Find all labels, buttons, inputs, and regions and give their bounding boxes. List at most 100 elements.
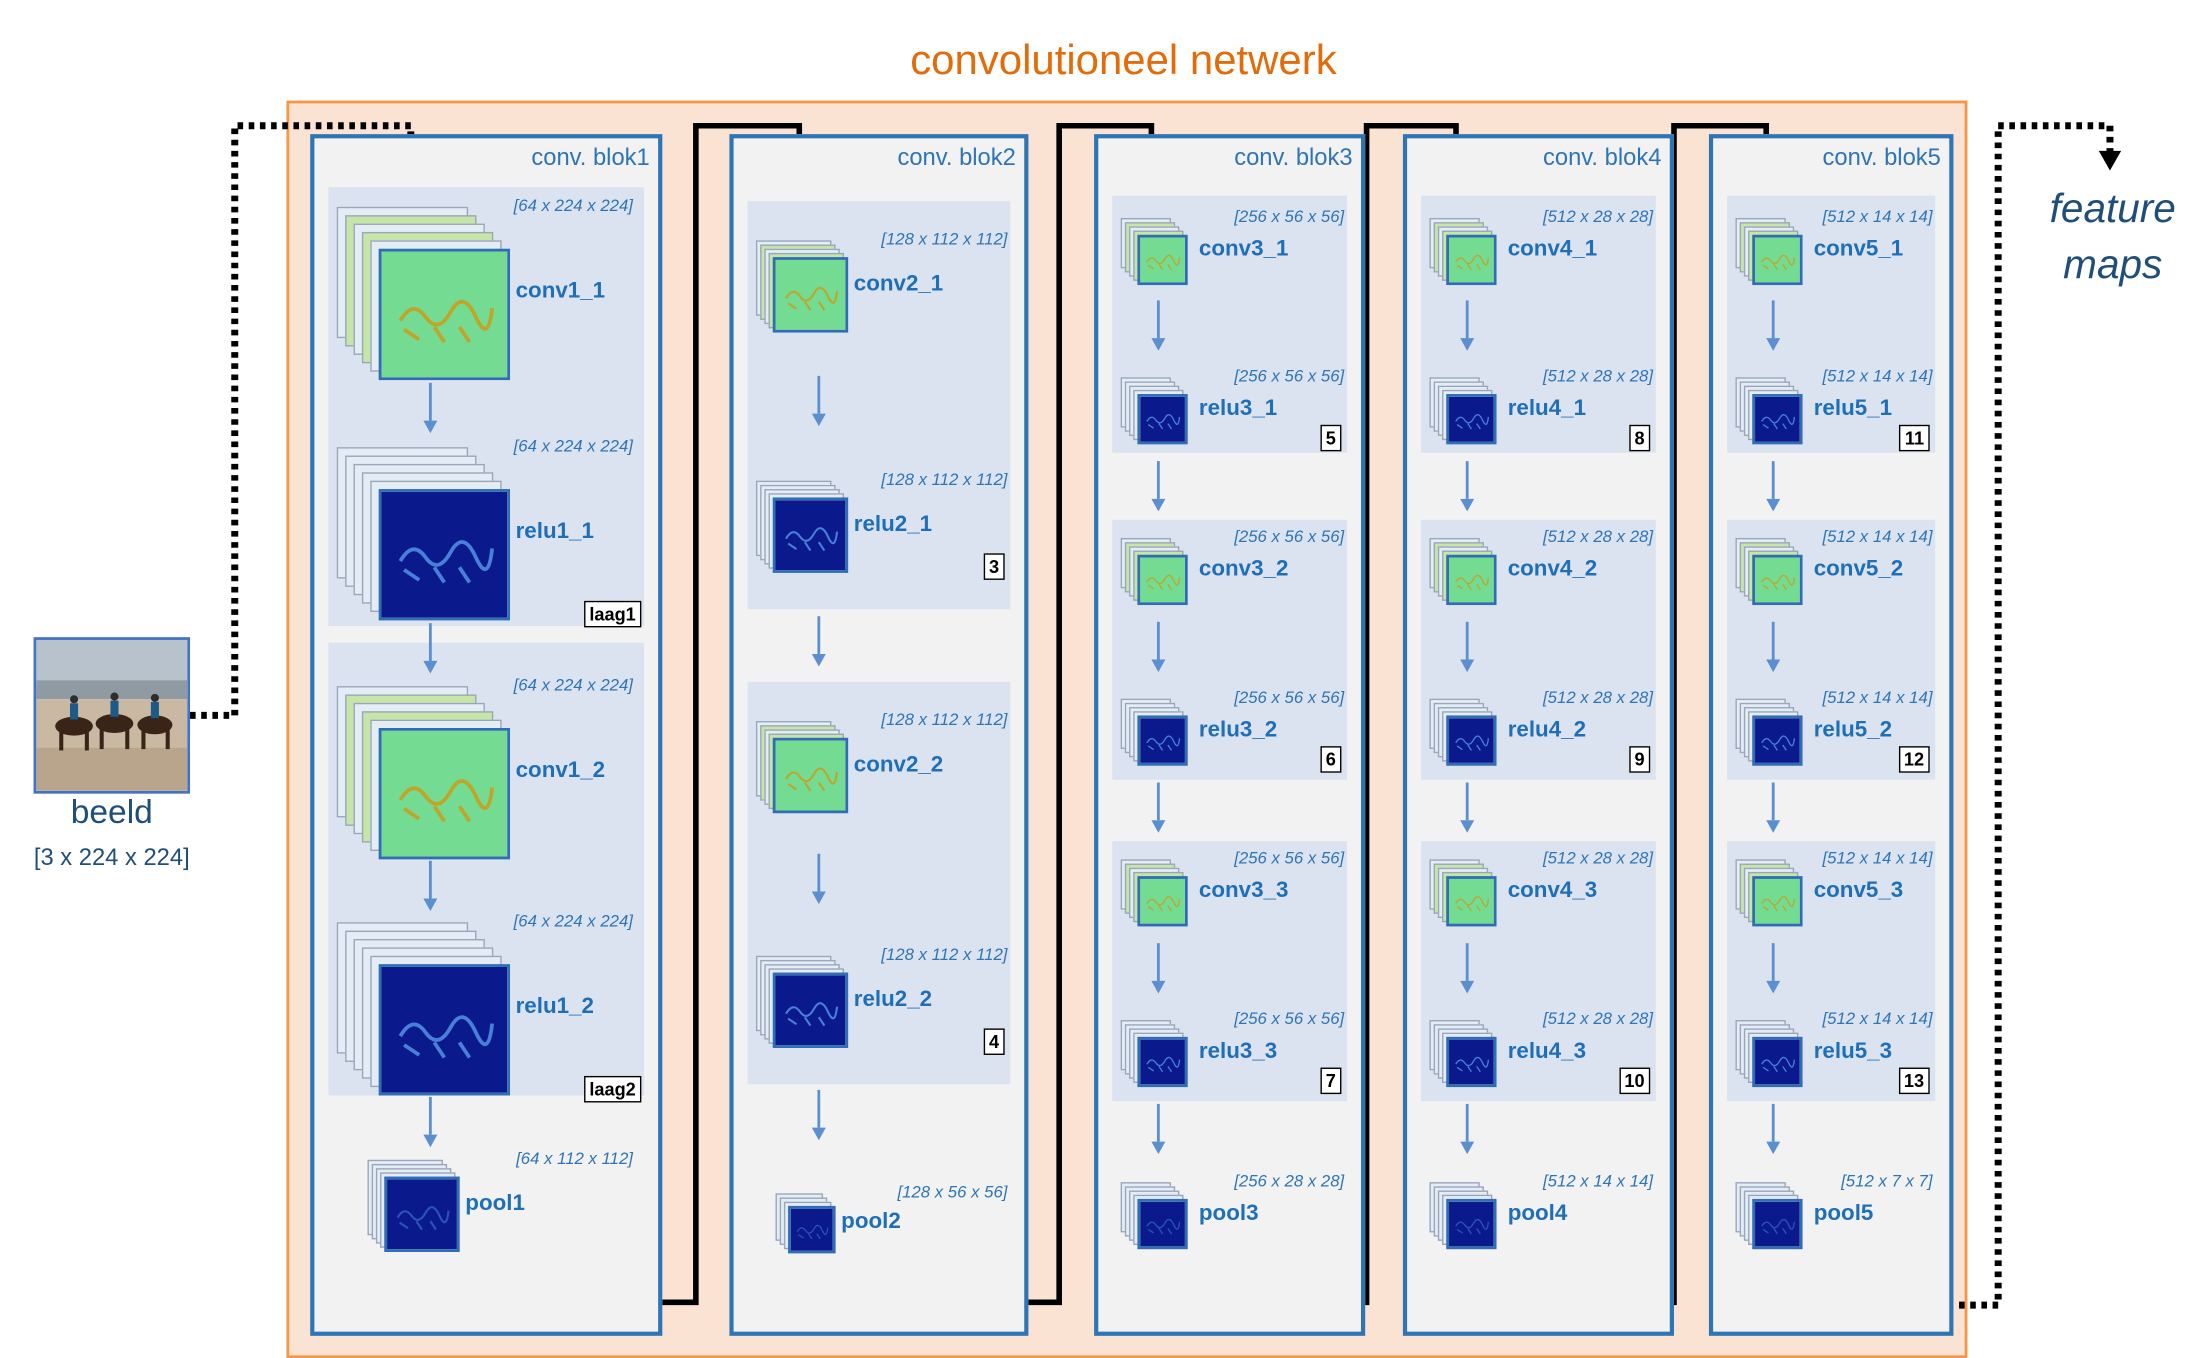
feature-map-stack (755, 240, 849, 333)
feature-map-front (1137, 394, 1188, 445)
feature-map-front (1752, 234, 1803, 286)
input-dims: [3 x 224 x 224] (33, 843, 190, 871)
layer-index-badge: laag1 (583, 600, 642, 628)
feature-map-front (772, 497, 849, 573)
layer-name: conv4_3 (1507, 878, 1598, 903)
layer-dims: [128 x 112 x 112] (881, 469, 1008, 490)
layer-name: relu2_1 (853, 512, 933, 537)
feature-map-stack (1429, 1182, 1497, 1250)
arrow-down-icon (2098, 150, 2122, 171)
layer-name: pool2 (841, 1209, 901, 1234)
layer-index-badge: 10 (1618, 1067, 1651, 1095)
feature-map-front (378, 489, 511, 621)
arrow-down-icon (421, 1096, 441, 1148)
layer-name: relu3_3 (1198, 1039, 1278, 1064)
feature-map-front (1446, 1036, 1497, 1088)
arrow-down-icon (1457, 621, 1477, 672)
input-image (33, 637, 191, 794)
layer-dims: [512 x 14 x 14] (1822, 1008, 1933, 1029)
arrow-down-icon (1763, 942, 1783, 993)
feature-map-front (772, 257, 849, 333)
layer-dims: [256 x 56 x 56] (1234, 366, 1345, 386)
output-label: feature maps (2049, 187, 2176, 288)
layer-name: conv4_1 (1507, 237, 1598, 262)
layer-dims: [256 x 56 x 56] (1234, 206, 1345, 227)
layer-dims: [128 x 112 x 112] (881, 229, 1008, 249)
layer-index-badge: 7 (1320, 1067, 1342, 1095)
feature-map-stack (1735, 217, 1803, 286)
layer-dims: [512 x 28 x 28] (1543, 206, 1654, 227)
feature-map-stack (1429, 698, 1497, 766)
feature-map-stack (775, 1193, 836, 1254)
feature-map-stack (1429, 1020, 1497, 1088)
feature-map-stack (1735, 698, 1803, 766)
arrow-down-icon (1457, 942, 1477, 993)
layer-dims: [512 x 28 x 28] (1543, 1008, 1654, 1029)
layer-name: conv3_2 (1198, 557, 1289, 582)
layer-dims: [128 x 56 x 56] (897, 1182, 1008, 1202)
feature-map-front (1137, 1198, 1188, 1250)
arrow-down-icon (421, 382, 441, 434)
feature-map-stack (336, 686, 511, 860)
feature-map-front (1446, 234, 1497, 286)
layer-index-badge: 3 (983, 553, 1005, 580)
layer-name: relu3_2 (1198, 718, 1278, 742)
layer-dims: [64 x 112 x 112] (516, 1148, 633, 1169)
layer-dims: [512 x 28 x 28] (1543, 526, 1654, 547)
layer-dims: [512 x 14 x 14] (1822, 687, 1933, 708)
arrow-down-icon (1149, 1103, 1169, 1155)
layer-dims: [512 x 14 x 14] (1822, 366, 1933, 386)
block-title: conv. blok4 (1543, 143, 1662, 171)
layer-name: relu1_1 (515, 519, 594, 544)
feature-map-stack (1429, 217, 1497, 286)
feature-map-stack (1120, 1182, 1188, 1250)
layer-index-badge: 6 (1320, 746, 1342, 773)
layer-name: relu2_2 (853, 987, 933, 1012)
layer-name: relu3_1 (1198, 396, 1278, 421)
layer-name: relu5_1 (1813, 396, 1893, 421)
feature-map-front (1752, 876, 1803, 927)
layer-name: pool3 (1198, 1201, 1259, 1226)
block-title: conv. blok1 (531, 143, 650, 171)
arrow-down-icon (1763, 300, 1783, 351)
feature-map-stack (336, 447, 511, 621)
layer-dims: [512 x 14 x 14] (1822, 526, 1933, 547)
arrow-down-icon (421, 860, 441, 911)
layer-dims: [512 x 14 x 14] (1543, 1170, 1654, 1191)
feature-map-stack (1120, 217, 1188, 286)
feature-map-front (1137, 876, 1188, 927)
arrow-down-icon (1763, 460, 1783, 511)
layer-name: conv4_2 (1507, 557, 1598, 582)
arrow-down-icon (1457, 460, 1477, 511)
layer-dims: [256 x 56 x 56] (1234, 687, 1345, 708)
arrow-down-icon (1457, 1103, 1477, 1155)
layer-index-badge: 12 (1898, 746, 1930, 773)
feature-map-front (1752, 394, 1803, 445)
layer-name: relu5_2 (1813, 718, 1893, 742)
layer-name: conv2_1 (853, 272, 944, 297)
feature-map-front (384, 1176, 460, 1252)
feature-map-stack (1735, 859, 1803, 927)
feature-map-stack (1120, 859, 1188, 927)
layer-dims: [512 x 7 x 7] (1841, 1170, 1933, 1191)
feature-map-stack (367, 1159, 460, 1252)
layer-index-badge: 8 (1628, 424, 1651, 452)
arrow-down-icon (421, 622, 441, 673)
feature-map-stack (1120, 537, 1188, 606)
layer-name: conv1_1 (515, 279, 606, 304)
feature-map-front (1752, 1198, 1803, 1250)
feature-map-front (1446, 1198, 1497, 1250)
arrow-down-icon (809, 375, 829, 427)
feature-map-stack (755, 721, 849, 814)
layer-name: pool4 (1507, 1201, 1568, 1226)
arrow-down-icon (809, 616, 829, 667)
feature-map-stack (1735, 1182, 1803, 1250)
feature-map-stack (1429, 859, 1497, 927)
feature-map-front (1446, 394, 1497, 445)
feature-map-front (1137, 1036, 1188, 1088)
layer-dims: [128 x 112 x 112] (881, 709, 1008, 730)
